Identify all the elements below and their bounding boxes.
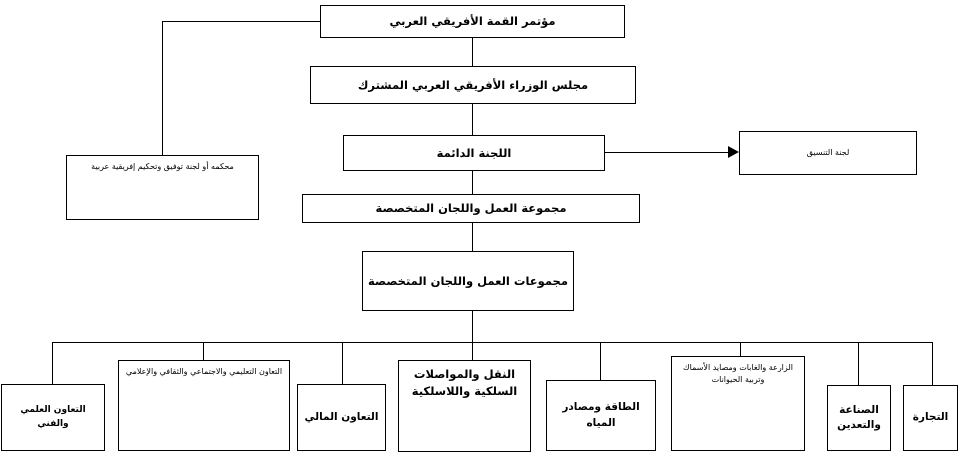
leaf-agriculture-forests-fisheries-animal-husbandry[interactable]: الزارعة والغابات ومصايد الأسماك وتربية ا… <box>671 356 805 451</box>
node-ministers-council[interactable]: مجلس الوزراء الأفريقي العربي المشترك <box>310 66 636 104</box>
node-working-group-committees-label: مجموعة العمل واللجان المتخصصة <box>375 201 567 216</box>
connector-workgroup-to-workgroups <box>472 222 473 251</box>
connector-distribution-bus <box>52 342 933 343</box>
leaf-financial-cooperation-label: التعاون المالي <box>304 410 379 423</box>
connector-workgroups-to-bus <box>472 310 473 342</box>
leaf-agriculture-forests-fisheries-animal-husbandry-label: الزارعة والغابات ومصايد الأسماك وتربية ا… <box>683 363 793 384</box>
connector-bus-to-leaf-4 <box>472 342 473 360</box>
node-coordination-committee-label: لجنة التنسيق <box>806 148 850 158</box>
node-standing-committee-label: اللجنة الدائمة <box>436 145 512 160</box>
connector-bus-to-leaf-6 <box>740 342 741 356</box>
leaf-energy-water-resources[interactable]: الطاقة ومصادر المياه <box>546 380 656 451</box>
leaf-educational-social-cultural-media-cooperation[interactable]: التعاون التعليمي والاجتماعي والثقافي وال… <box>118 360 290 451</box>
leaf-trade[interactable]: التجارة <box>903 385 958 451</box>
connector-bus-to-leaf-2 <box>203 342 204 360</box>
connector-ministers-to-standing <box>472 103 473 135</box>
arrowhead-coordination <box>728 146 739 158</box>
connector-bus-to-leaf-8 <box>932 342 933 385</box>
node-working-groups-committees-label: مجموعات العمل واللجان المتخصصة <box>368 273 568 288</box>
leaf-trade-label: التجارة <box>912 411 949 424</box>
connector-summit-to-ministers <box>472 37 473 66</box>
leaf-financial-cooperation[interactable]: التعاون المالي <box>297 384 386 451</box>
node-working-groups-committees[interactable]: مجموعات العمل واللجان المتخصصة <box>362 251 574 311</box>
node-arbitration-court-label: محكمه أو لجنة توفيق وتحكيم إفريقية عربية <box>91 162 234 171</box>
node-summit[interactable]: مؤتمر القمة الأفريقي العربي <box>320 5 625 38</box>
connector-standing-to-coordination <box>605 152 728 153</box>
leaf-transport-wired-wireless-communications[interactable]: النقل والمواصلات السلكية واللاسلكية <box>398 360 531 452</box>
node-standing-committee[interactable]: اللجنة الدائمة <box>343 135 605 171</box>
leaf-industry-mining-label: الصناعة والتعدين <box>837 403 881 431</box>
connector-bus-to-leaf-5 <box>600 342 601 380</box>
leaf-educational-social-cultural-media-cooperation-label: التعاون التعليمي والاجتماعي والثقافي وال… <box>125 367 283 376</box>
leaf-scientific-technical-cooperation-label: التعاون العلمي والفني <box>20 405 86 429</box>
leaf-scientific-technical-cooperation[interactable]: التعاون العلمي والفني <box>1 384 105 451</box>
connector-bus-to-leaf-7 <box>858 342 859 385</box>
node-coordination-committee[interactable]: لجنة التنسيق <box>739 131 917 175</box>
node-summit-label: مؤتمر القمة الأفريقي العربي <box>389 14 556 29</box>
connector-summit-to-arbitration-vertical <box>162 21 163 155</box>
connector-summit-to-arbitration-horizontal <box>162 21 320 22</box>
node-working-group-committees[interactable]: مجموعة العمل واللجان المتخصصة <box>302 194 640 223</box>
connector-bus-to-leaf-3 <box>342 342 343 384</box>
connector-standing-to-workgroup <box>472 170 473 194</box>
leaf-energy-water-resources-label: الطاقة ومصادر المياه <box>562 401 640 429</box>
node-arbitration-court[interactable]: محكمه أو لجنة توفيق وتحكيم إفريقية عربية <box>66 155 259 220</box>
leaf-industry-mining[interactable]: الصناعة والتعدين <box>827 385 891 451</box>
leaf-transport-wired-wireless-communications-label: النقل والمواصلات السلكية واللاسلكية <box>411 367 518 398</box>
node-ministers-council-label: مجلس الوزراء الأفريقي العربي المشترك <box>357 77 589 92</box>
connector-bus-to-leaf-1 <box>52 342 53 384</box>
